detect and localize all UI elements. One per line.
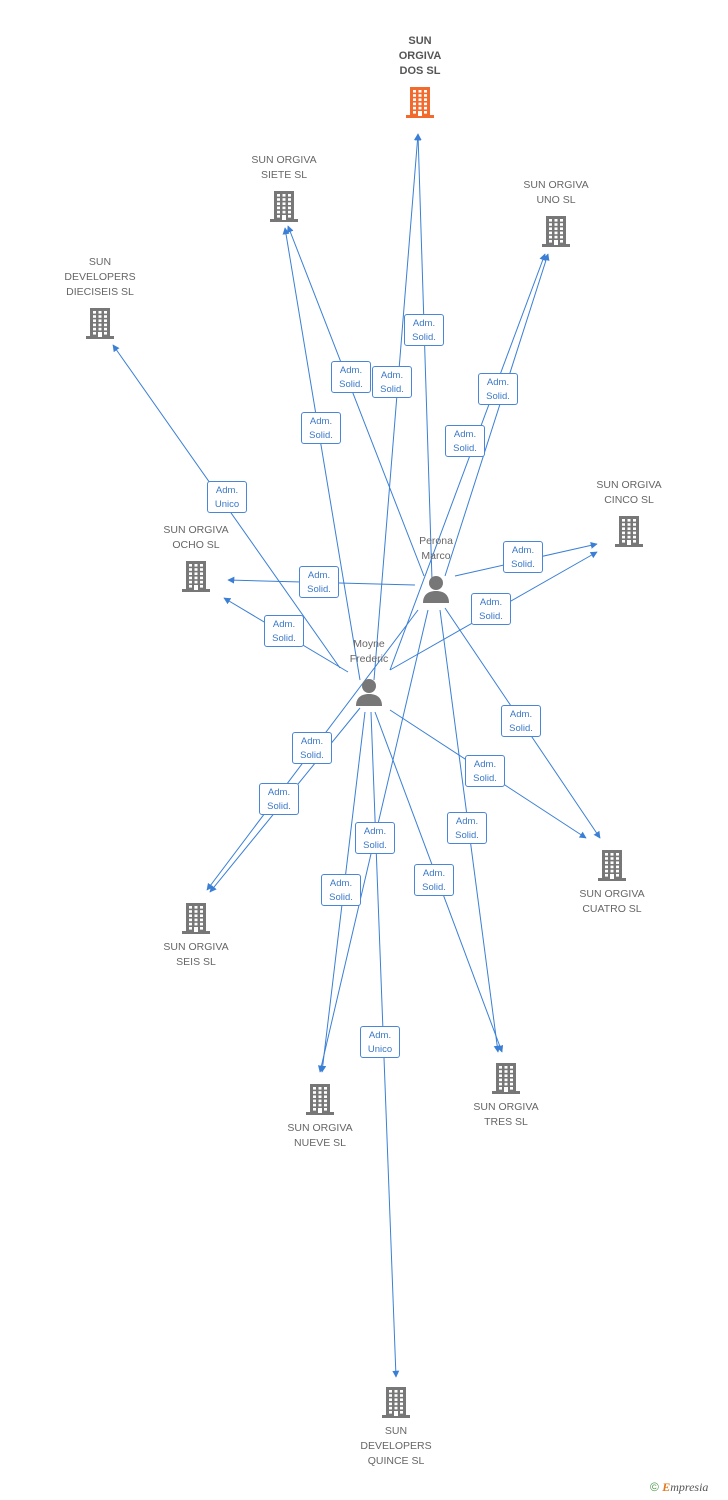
edge-role-line-1: Adm. [300,736,324,747]
node-label-moyne[interactable]: Moyne Frederic [349,638,389,665]
edge-role-line-2: Unico [214,499,240,510]
building-icon-nueve[interactable] [304,1082,336,1116]
edge-label-perona-uno[interactable]: Adm. Solid. [478,373,518,405]
brand-initial: E [662,1480,671,1494]
edge-role-line-1: Adm. [339,365,363,376]
edge-label-perona-dos[interactable]: Adm. Solid. [404,314,444,346]
edge-label-moyne-uno[interactable]: Adm. Solid. [445,425,485,457]
edge-label-perona-seis[interactable]: Adm. Solid. [292,732,332,764]
edge-role-line-1: Adm. [272,619,296,630]
building-icon-tres[interactable] [490,1061,522,1095]
edge-role-line-2: Solid. [272,633,296,644]
edge-label-moyne-cinco[interactable]: Adm. Solid. [471,593,511,625]
edge-role-line-1: Adm. [307,570,331,581]
node-label-tres[interactable]: SUN ORGIVA TRES SL [473,1101,539,1128]
edge-role-line-2: Solid. [486,391,510,402]
building-icon-quince[interactable] [380,1385,412,1419]
person-icon-perona[interactable] [421,574,451,604]
edge-label-perona-ocho[interactable]: Adm. Solid. [299,566,339,598]
node-label-cuatro[interactable]: SUN ORGIVA CUATRO SL [579,888,645,915]
person-icon-moyne[interactable] [354,677,384,707]
edge-role-line-1: Adm. [380,370,404,381]
node-label-dos[interactable]: SUN ORGIVA DOS SL [398,35,442,77]
building-icon-cinco[interactable] [613,514,645,548]
edge-role-line-1: Adm. [479,597,503,608]
edge-role-line-1: Adm. [363,826,387,837]
edge-perona-siete [287,225,425,577]
brand-name: mpresia [670,1480,709,1494]
edge-label-perona-tres[interactable]: Adm. Solid. [447,812,487,844]
edge-label-perona-cinco[interactable]: Adm. Solid. [503,541,543,573]
edge-role-line-2: Solid. [455,830,479,841]
copyright-symbol: © [650,1480,659,1494]
edge-role-line-2: Solid. [473,773,497,784]
edge-role-line-2: Solid. [380,384,404,395]
edge-role-line-2: Solid. [479,611,503,622]
edge-role-line-1: Adm. [215,485,239,496]
edge-role-line-1: Adm. [509,709,533,720]
node-label-nueve[interactable]: SUN ORGIVA NUEVE SL [287,1122,353,1149]
edge-perona-uno [444,253,550,577]
edge-moyne-uno [389,253,547,671]
edge-label-moyne-ocho[interactable]: Adm. Solid. [264,615,304,647]
edge-perona-dos [414,133,433,581]
edge-label-moyne-tres[interactable]: Adm. Solid. [414,864,454,896]
building-icon-siete[interactable] [268,189,300,223]
node-label-uno[interactable]: SUN ORGIVA UNO SL [523,179,589,206]
edge-role-line-1: Adm. [329,878,353,889]
node-label-siete[interactable]: SUN ORGIVA SIETE SL [251,154,317,181]
edge-role-line-1: Adm. [309,416,333,427]
building-icon-dos[interactable] [404,85,436,119]
edge-label-moyne-cuatro[interactable]: Adm. Solid. [465,755,505,787]
edge-role-line-2: Solid. [412,332,436,343]
edge-label-perona-nueve[interactable]: Adm. Solid. [355,822,395,854]
edge-moyne-siete [282,227,361,681]
edge-role-line-2: Solid. [422,882,446,893]
edge-label-moyne-dos[interactable]: Adm. Solid. [372,366,412,398]
edge-role-line-1: Adm. [368,1030,392,1041]
edge-label-perona-siete[interactable]: Adm. Solid. [331,361,371,393]
edge-label-moyne-quince[interactable]: Adm. Unico [360,1026,400,1058]
building-icon-dieciseis[interactable] [84,306,116,340]
node-label-seis[interactable]: SUN ORGIVA SEIS SL [163,941,229,968]
node-label-dieciseis[interactable]: SUN DEVELOPERS DIECISEIS SL [64,256,136,298]
building-icon-uno[interactable] [540,214,572,248]
footer: © Empresia [650,1480,708,1495]
edge-role-line-2: Solid. [300,750,324,761]
building-icon-cuatro[interactable] [596,848,628,882]
edge-role-line-1: Adm. [473,759,497,770]
edge-role-line-2: Solid. [511,559,535,570]
edge-role-line-2: Solid. [339,379,363,390]
edge-label-moyne-dieciseis[interactable]: Adm. Unico [207,481,247,513]
edge-label-moyne-siete[interactable]: Adm. Solid. [301,412,341,444]
building-icon-seis[interactable] [180,901,212,935]
node-label-quince[interactable]: SUN DEVELOPERS QUINCE SL [360,1425,432,1467]
edge-role-line-1: Adm. [511,545,535,556]
brand-logo[interactable]: Empresia [662,1480,708,1494]
edge-moyne-dos [373,133,421,681]
edge-role-line-2: Solid. [309,430,333,441]
edge-role-line-1: Adm. [455,816,479,827]
edge-role-line-1: Adm. [453,429,477,440]
edge-role-line-2: Solid. [267,801,291,812]
edge-role-line-2: Unico [367,1044,393,1055]
node-label-ocho[interactable]: SUN ORGIVA OCHO SL [163,524,229,551]
edge-role-line-2: Solid. [329,892,353,903]
edge-role-line-1: Adm. [422,868,446,879]
edge-role-line-2: Solid. [363,840,387,851]
edge-role-line-2: Solid. [453,443,477,454]
edge-role-line-1: Adm. [486,377,510,388]
building-icon-ocho[interactable] [180,559,212,593]
edge-role-line-1: Adm. [412,318,436,329]
edge-label-moyne-seis[interactable]: Adm. Solid. [259,783,299,815]
edge-label-perona-cuatro[interactable]: Adm. Solid. [501,705,541,737]
edge-role-line-2: Solid. [307,584,331,595]
edge-label-moyne-nueve[interactable]: Adm. Solid. [321,874,361,906]
edge-role-line-2: Solid. [509,723,533,734]
node-label-perona[interactable]: Perona Marco [419,535,453,562]
edge-role-line-1: Adm. [267,787,291,798]
node-label-cinco[interactable]: SUN ORGIVA CINCO SL [596,479,662,506]
